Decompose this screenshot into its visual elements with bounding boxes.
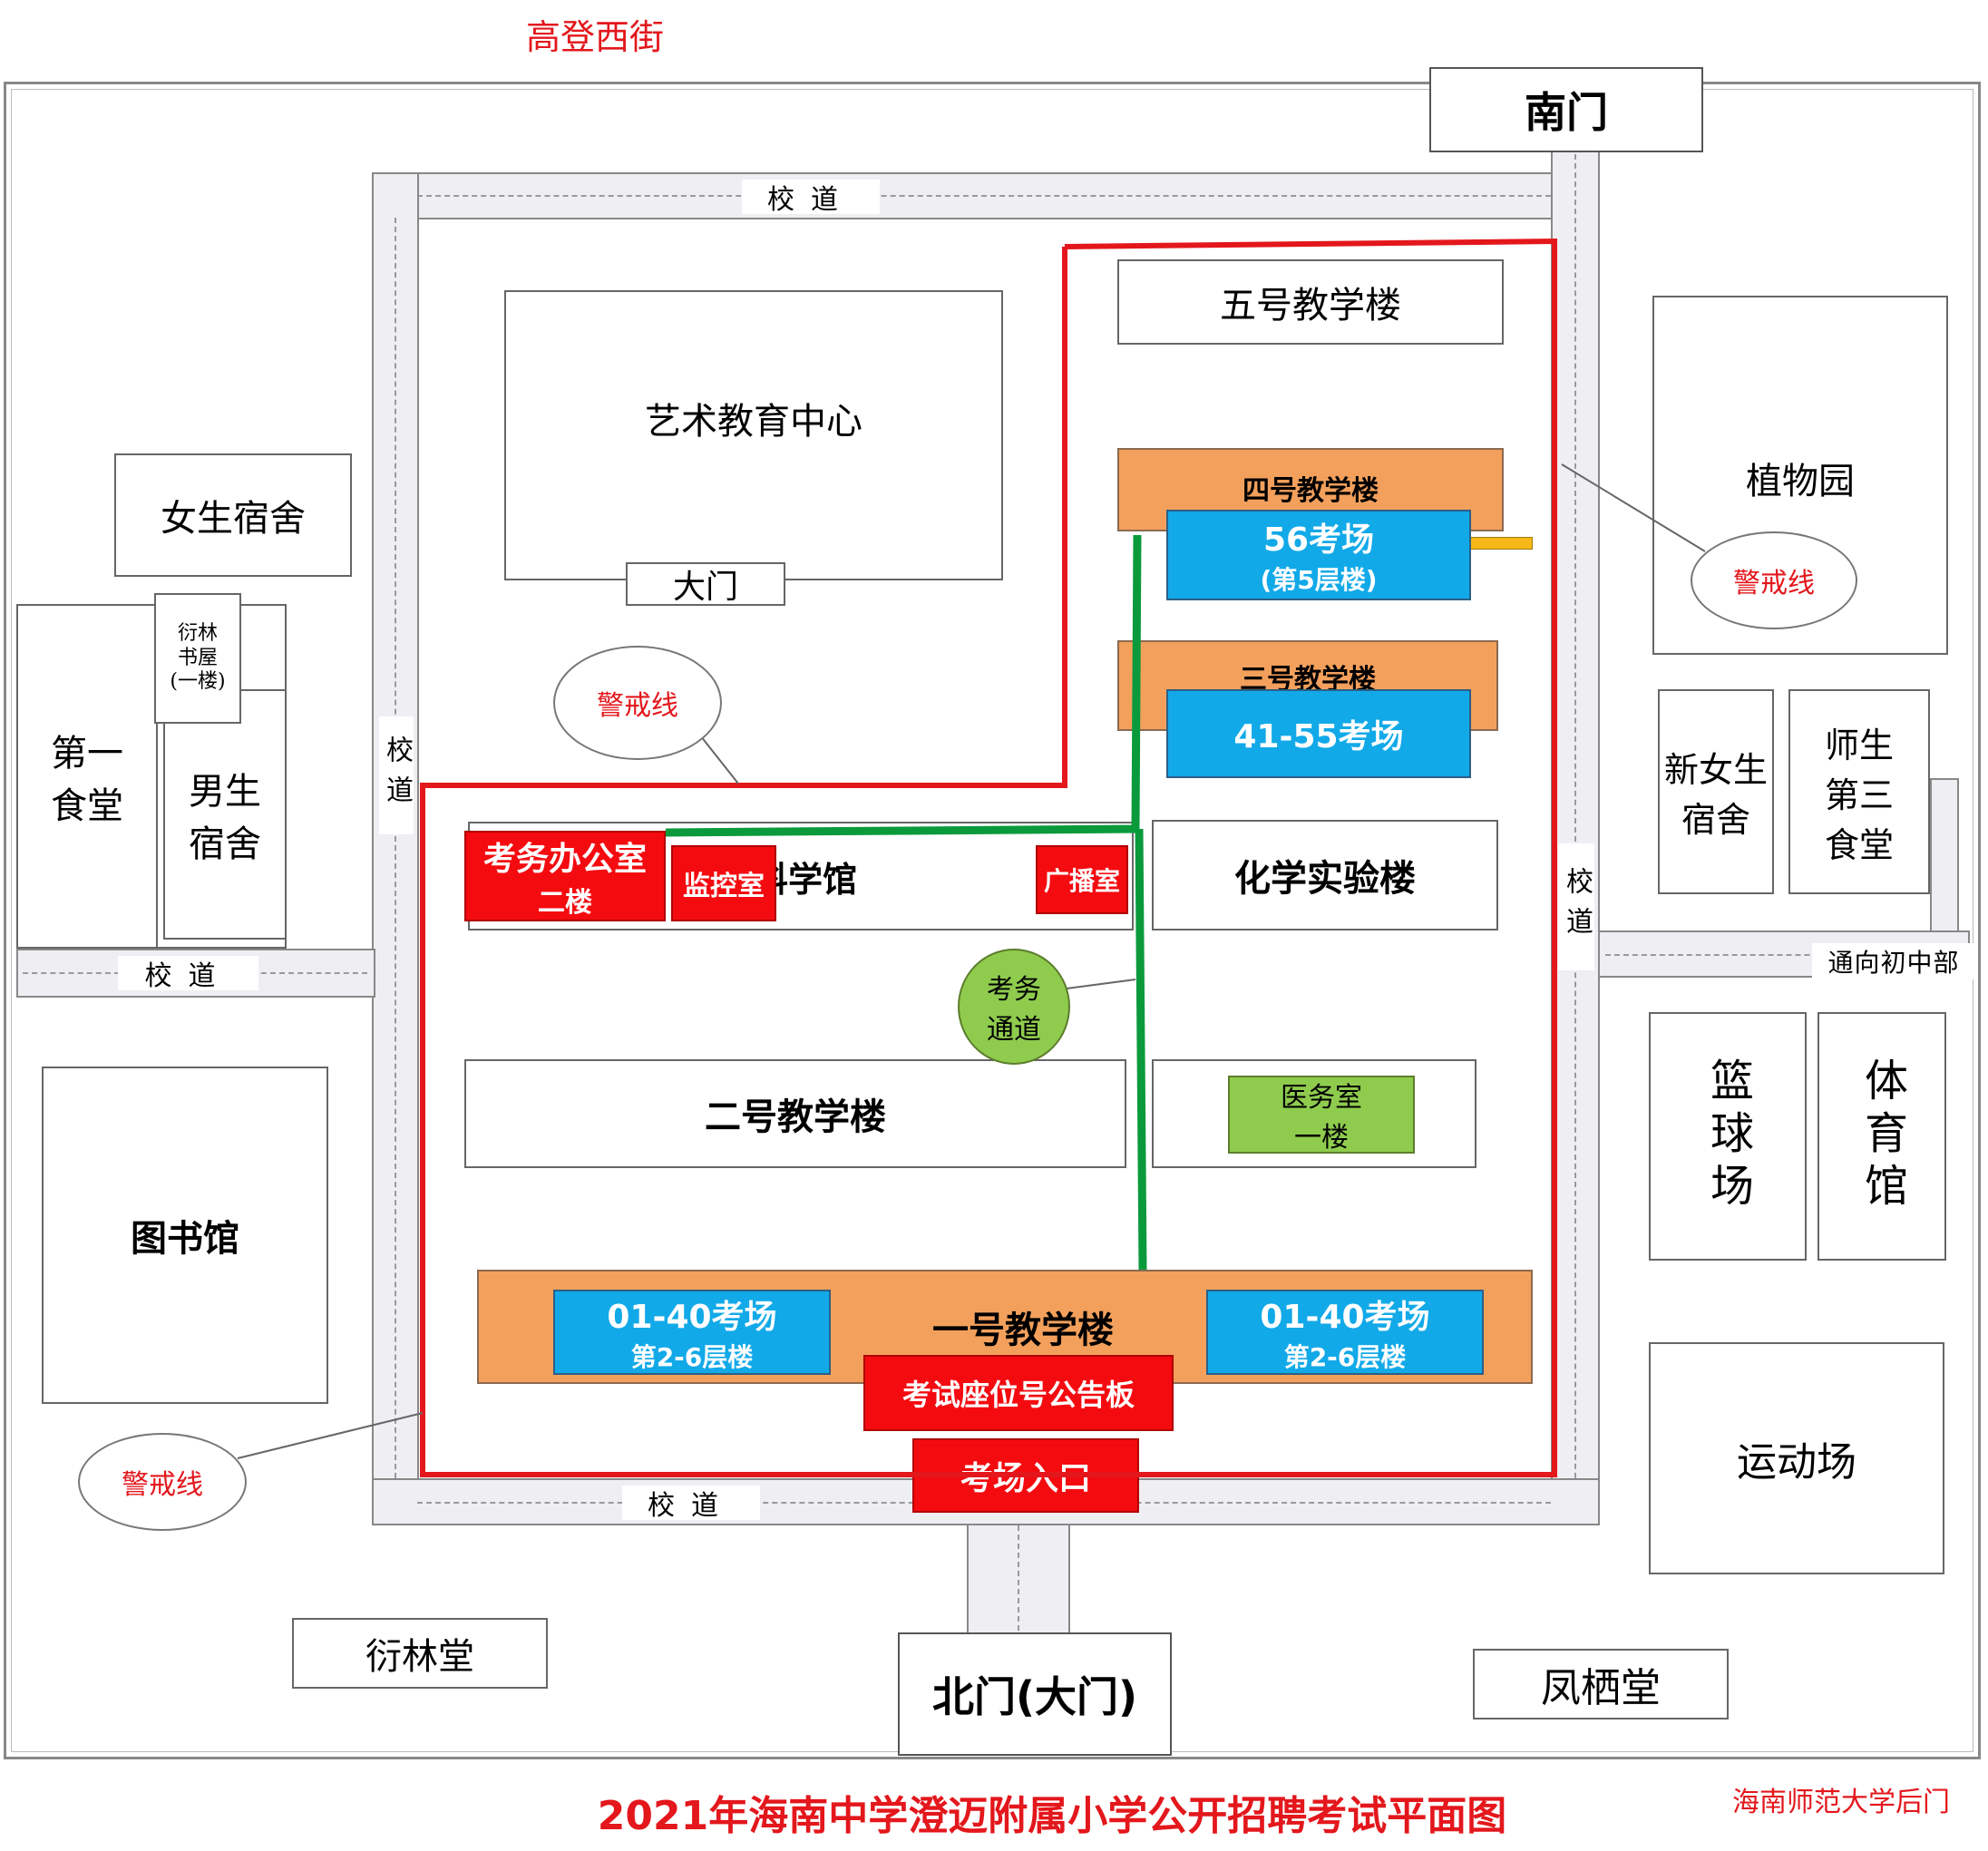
art-center-door[interactable]: 大门 bbox=[626, 562, 785, 606]
exam-room-41-55[interactable]: 41-55考场 bbox=[1166, 689, 1471, 778]
boys-dorm-line1: 男生 bbox=[189, 771, 261, 813]
library[interactable]: 图书馆 bbox=[42, 1067, 328, 1404]
art-center-label: 艺术教育中心 bbox=[645, 401, 862, 443]
exam-room-01-40-left[interactable]: 01-40考场 第2-6层楼 bbox=[553, 1290, 831, 1375]
exam-passage-line bbox=[665, 534, 1142, 837]
building-five[interactable]: 五号教学楼 bbox=[1117, 259, 1504, 345]
medical-room-line2: 一楼 bbox=[1294, 1122, 1349, 1154]
south-gate[interactable]: 南门 bbox=[1429, 67, 1703, 152]
exam-room-01-40-right-line1: 01-40考场 bbox=[1260, 1299, 1430, 1336]
road-label-west: 校道 bbox=[118, 956, 258, 992]
art-center[interactable]: 艺术教育中心 bbox=[504, 290, 1003, 580]
basketball-court[interactable]: 篮球场 bbox=[1649, 1012, 1807, 1261]
exam-passage-line2: 通道 bbox=[987, 1014, 1041, 1046]
corner-label: 海南师范大学后门 bbox=[1732, 1787, 1950, 1818]
exam-office-line2: 二楼 bbox=[537, 887, 592, 919]
bookshop-line3: (一楼) bbox=[170, 670, 226, 694]
road-label-top: 校道 bbox=[742, 180, 880, 216]
cordon-callout-mid-label: 警戒线 bbox=[597, 690, 678, 722]
map-title: 2021年海南中学澄迈附属小学公开招聘考试平面图 bbox=[597, 1793, 1507, 1839]
street-label: 高登西街 bbox=[526, 17, 665, 57]
canteen-three-line2: 第三 bbox=[1824, 774, 1894, 815]
monitor-room[interactable]: 监控室 bbox=[671, 845, 776, 921]
exam-office[interactable]: 考务办公室 二楼 bbox=[464, 831, 666, 921]
art-center-door-label: 大门 bbox=[672, 569, 738, 606]
boys-dorm[interactable]: 男生 宿舍 bbox=[163, 689, 287, 940]
road-label-east: 通向初中部 bbox=[1812, 943, 1975, 979]
road-label-bottom: 校道 bbox=[622, 1486, 760, 1522]
chem-lab[interactable]: 化学实验楼 bbox=[1152, 820, 1498, 930]
new-girls-dorm[interactable]: 新女生 宿舍 bbox=[1658, 689, 1774, 894]
gym-label: 体育馆 bbox=[1856, 1057, 1907, 1215]
yanlin-hall[interactable]: 衍林堂 bbox=[292, 1618, 548, 1689]
building-one-label: 一号教学楼 bbox=[932, 1310, 1114, 1351]
cordon-callout-mid: 警戒线 bbox=[553, 646, 722, 760]
canteen-three-line1: 师生 bbox=[1824, 725, 1894, 765]
bookshop-line2: 书屋 bbox=[177, 646, 218, 669]
building-four-label: 四号教学楼 bbox=[1242, 475, 1379, 507]
yanlin-hall-label: 衍林堂 bbox=[365, 1636, 474, 1678]
exam-room-01-40-left-line2: 第2-6层楼 bbox=[630, 1342, 754, 1372]
road-east-edge bbox=[1930, 778, 1959, 932]
exam-room-56[interactable]: 56考场 (第5层楼) bbox=[1166, 510, 1471, 600]
exam-passage-line-lower bbox=[1135, 828, 1147, 1271]
exam-room-56-line2: (第5层楼) bbox=[1260, 565, 1378, 595]
canteen-three-line3: 食堂 bbox=[1824, 824, 1894, 865]
north-gate-label: 北门(大门) bbox=[931, 1672, 1138, 1721]
cordon-callout-left: 警戒线 bbox=[78, 1433, 247, 1531]
new-girls-dorm-line2: 宿舍 bbox=[1681, 800, 1750, 840]
broadcast-room[interactable]: 广播室 bbox=[1036, 845, 1128, 914]
cordon-callout-right-label: 警戒线 bbox=[1733, 568, 1815, 599]
exam-room-41-55-label: 41-55考场 bbox=[1233, 718, 1404, 755]
cordon-callout-right: 警戒线 bbox=[1691, 531, 1857, 629]
botanical-garden-label: 植物园 bbox=[1746, 461, 1855, 502]
exam-room-01-40-right-line2: 第2-6层楼 bbox=[1283, 1342, 1407, 1372]
canteen-three[interactable]: 师生 第三 食堂 bbox=[1788, 689, 1930, 894]
notice-board[interactable]: 考试座位号公告板 bbox=[863, 1355, 1174, 1431]
basketball-court-label: 篮球场 bbox=[1702, 1057, 1753, 1215]
cordon-callout-left-label: 警戒线 bbox=[122, 1469, 203, 1501]
monitor-room-label: 监控室 bbox=[683, 871, 765, 902]
chem-lab-label: 化学实验楼 bbox=[1234, 858, 1416, 900]
leader-cordon-right bbox=[1561, 463, 1706, 552]
bookshop[interactable]: 衍林 书屋 (一楼) bbox=[154, 593, 241, 724]
exam-room-01-40-left-line1: 01-40考场 bbox=[607, 1299, 777, 1336]
exam-room-56-line1: 56考场 bbox=[1262, 521, 1375, 559]
sports-field-label: 运动场 bbox=[1737, 1439, 1856, 1486]
building-five-label: 五号教学楼 bbox=[1220, 285, 1401, 326]
south-gate-label: 南门 bbox=[1525, 88, 1608, 137]
boys-dorm-line2: 宿舍 bbox=[189, 823, 261, 865]
north-gate[interactable]: 北门(大门) bbox=[898, 1632, 1172, 1756]
canteen-one-line2: 食堂 bbox=[51, 785, 123, 827]
exam-entrance-label: 考场入口 bbox=[960, 1460, 1091, 1497]
fengqi-hall[interactable]: 凤栖堂 bbox=[1473, 1649, 1729, 1719]
girls-dorm[interactable]: 女生宿舍 bbox=[114, 453, 352, 577]
cordon-boundary bbox=[420, 238, 1557, 1477]
building-two[interactable]: 二号教学楼 bbox=[464, 1059, 1126, 1168]
road-label-right: 校道 bbox=[1558, 843, 1594, 970]
sports-field[interactable]: 运动场 bbox=[1649, 1342, 1944, 1574]
building-two-label: 二号教学楼 bbox=[705, 1096, 886, 1138]
girls-dorm-label: 女生宿舍 bbox=[161, 498, 306, 540]
exam-passage-line1: 考务 bbox=[987, 974, 1041, 1006]
medical-room[interactable]: 医务室 一楼 bbox=[1228, 1076, 1415, 1154]
exam-passage-callout: 考务 通道 bbox=[958, 949, 1070, 1065]
leader-cordon-left bbox=[237, 1412, 424, 1459]
new-girls-dorm-line1: 新女生 bbox=[1663, 750, 1768, 790]
exam-office-line1: 考务办公室 bbox=[482, 841, 647, 878]
library-label: 图书馆 bbox=[131, 1218, 239, 1260]
campus-boundary bbox=[4, 82, 1981, 1759]
canteen-one[interactable]: 第一 食堂 bbox=[16, 604, 158, 949]
fengqi-hall-label: 凤栖堂 bbox=[1541, 1665, 1661, 1711]
canteen-one-line1: 第一 bbox=[51, 733, 123, 774]
medical-room-line1: 医务室 bbox=[1281, 1082, 1362, 1114]
bookshop-line1: 衍林 bbox=[177, 622, 218, 646]
leader-passage bbox=[1066, 979, 1136, 989]
road-label-left: 校道 bbox=[379, 716, 414, 834]
broadcast-room-label: 广播室 bbox=[1043, 866, 1120, 896]
notice-board-label: 考试座位号公告板 bbox=[901, 1378, 1135, 1412]
gym[interactable]: 体育馆 bbox=[1817, 1012, 1946, 1261]
exam-room-01-40-right[interactable]: 01-40考场 第2-6层楼 bbox=[1206, 1290, 1484, 1375]
